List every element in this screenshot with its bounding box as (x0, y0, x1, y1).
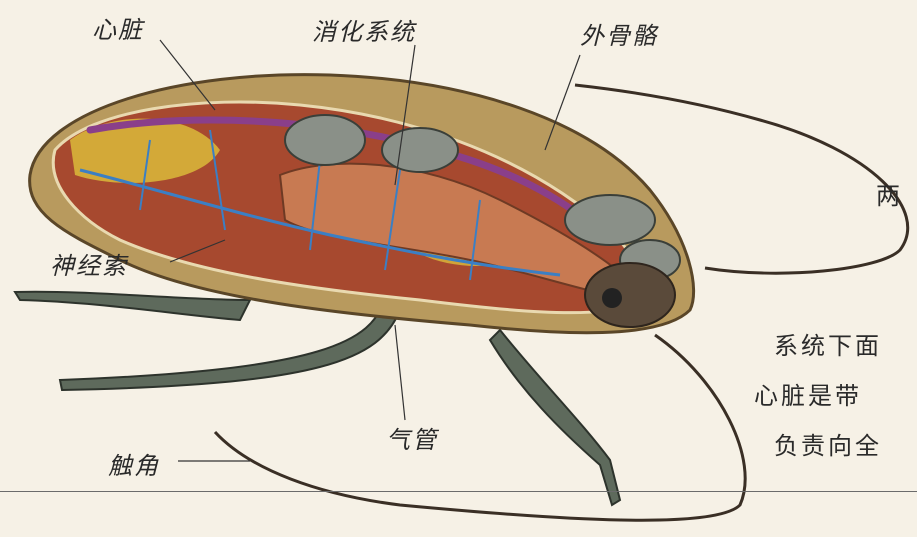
side-text-line-4: 负责向全 (774, 426, 882, 461)
head (585, 263, 675, 327)
label-exoskeleton: 外骨骼 (580, 16, 658, 51)
label-heart: 心脏 (92, 10, 144, 45)
label-nerve-cord: 神经索 (50, 246, 128, 281)
label-antenna: 触角 (108, 446, 160, 481)
side-text-line-2: 系统下面 (774, 326, 882, 361)
side-text-line-3: 心脏是带 (754, 376, 862, 411)
eye (602, 288, 622, 308)
bottom-divider (0, 491, 917, 492)
side-text-line-1: 两 (876, 176, 903, 211)
label-trachea: 气管 (386, 420, 438, 455)
leg-hind (15, 292, 250, 320)
label-digestive-system: 消化系统 (312, 12, 416, 47)
leg-front (490, 330, 620, 505)
